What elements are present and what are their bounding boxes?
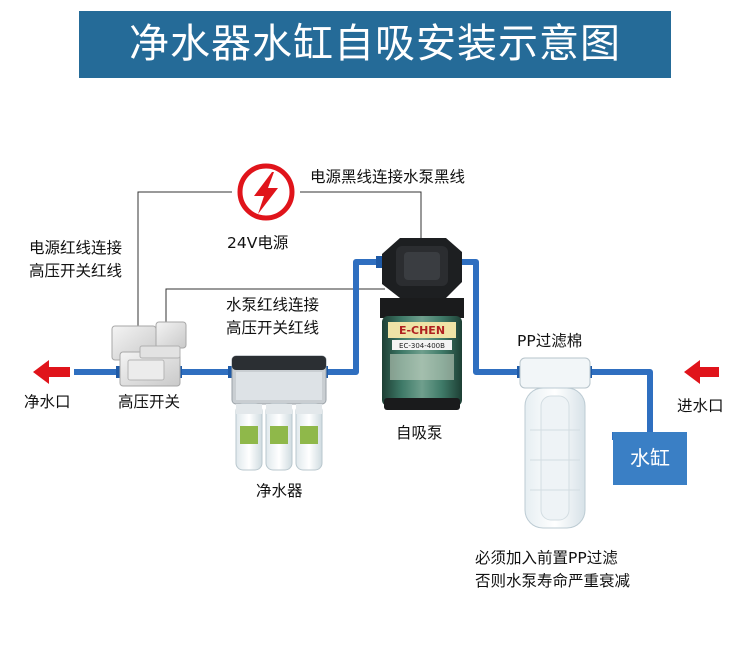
inlet-arrow — [684, 360, 719, 384]
pump-red-wire — [165, 288, 385, 326]
pump-brand: E-CHEN — [399, 324, 445, 337]
pp-filter-housing-image — [519, 357, 591, 529]
filter-cartridges — [235, 403, 323, 471]
pipe-pump-filter — [462, 259, 520, 375]
outlet-arrow — [33, 360, 70, 384]
label-pp-filter: PP过滤棉 — [517, 332, 583, 350]
label-pump-red-wire-note-line1: 水泵红线连接 — [226, 296, 320, 314]
black-wire — [300, 191, 422, 240]
wiring — [137, 191, 422, 326]
label-power-supply: 24V电源 — [227, 234, 289, 252]
self-priming-pump-image: E-CHEN EC-304-400B — [380, 238, 464, 410]
pump-model: EC-304-400B — [399, 342, 445, 350]
label-self-priming-pump: 自吸泵 — [396, 424, 443, 442]
power-red-wire — [137, 191, 232, 326]
label-warning-line1: 必须加入前置PP过滤 — [475, 549, 618, 567]
water-tank-box: 水缸 — [613, 432, 687, 485]
lightning-icon — [237, 163, 295, 221]
page-title: 净水器水缸自吸安装示意图 — [129, 21, 621, 67]
water-purifier-image — [231, 355, 327, 471]
label-red-wire-note-line1: 电源红线连接 — [29, 239, 123, 257]
label-water-inlet: 进水口 — [677, 397, 724, 415]
label-red-wire-note-line2: 高压开关红线 — [29, 262, 123, 280]
label-water-tank: 水缸 — [630, 446, 670, 470]
pipe-purifier-pump — [327, 259, 376, 375]
label-warning-line2: 否则水泵寿命严重衰减 — [475, 572, 631, 590]
pipes — [74, 259, 653, 440]
high-pressure-switch-image — [111, 321, 187, 387]
label-purifier: 净水器 — [256, 482, 303, 500]
label-pump-red-wire-note-line2: 高压开关红线 — [226, 319, 320, 337]
title-banner: 净水器水缸自吸安装示意图 — [79, 11, 671, 78]
pipe-filter-tank — [590, 369, 653, 432]
label-high-pressure-switch: 高压开关 — [118, 393, 181, 411]
label-black-wire-note: 电源黑线连接水泵黑线 — [310, 168, 466, 186]
label-clean-water-outlet: 净水口 — [24, 393, 71, 411]
